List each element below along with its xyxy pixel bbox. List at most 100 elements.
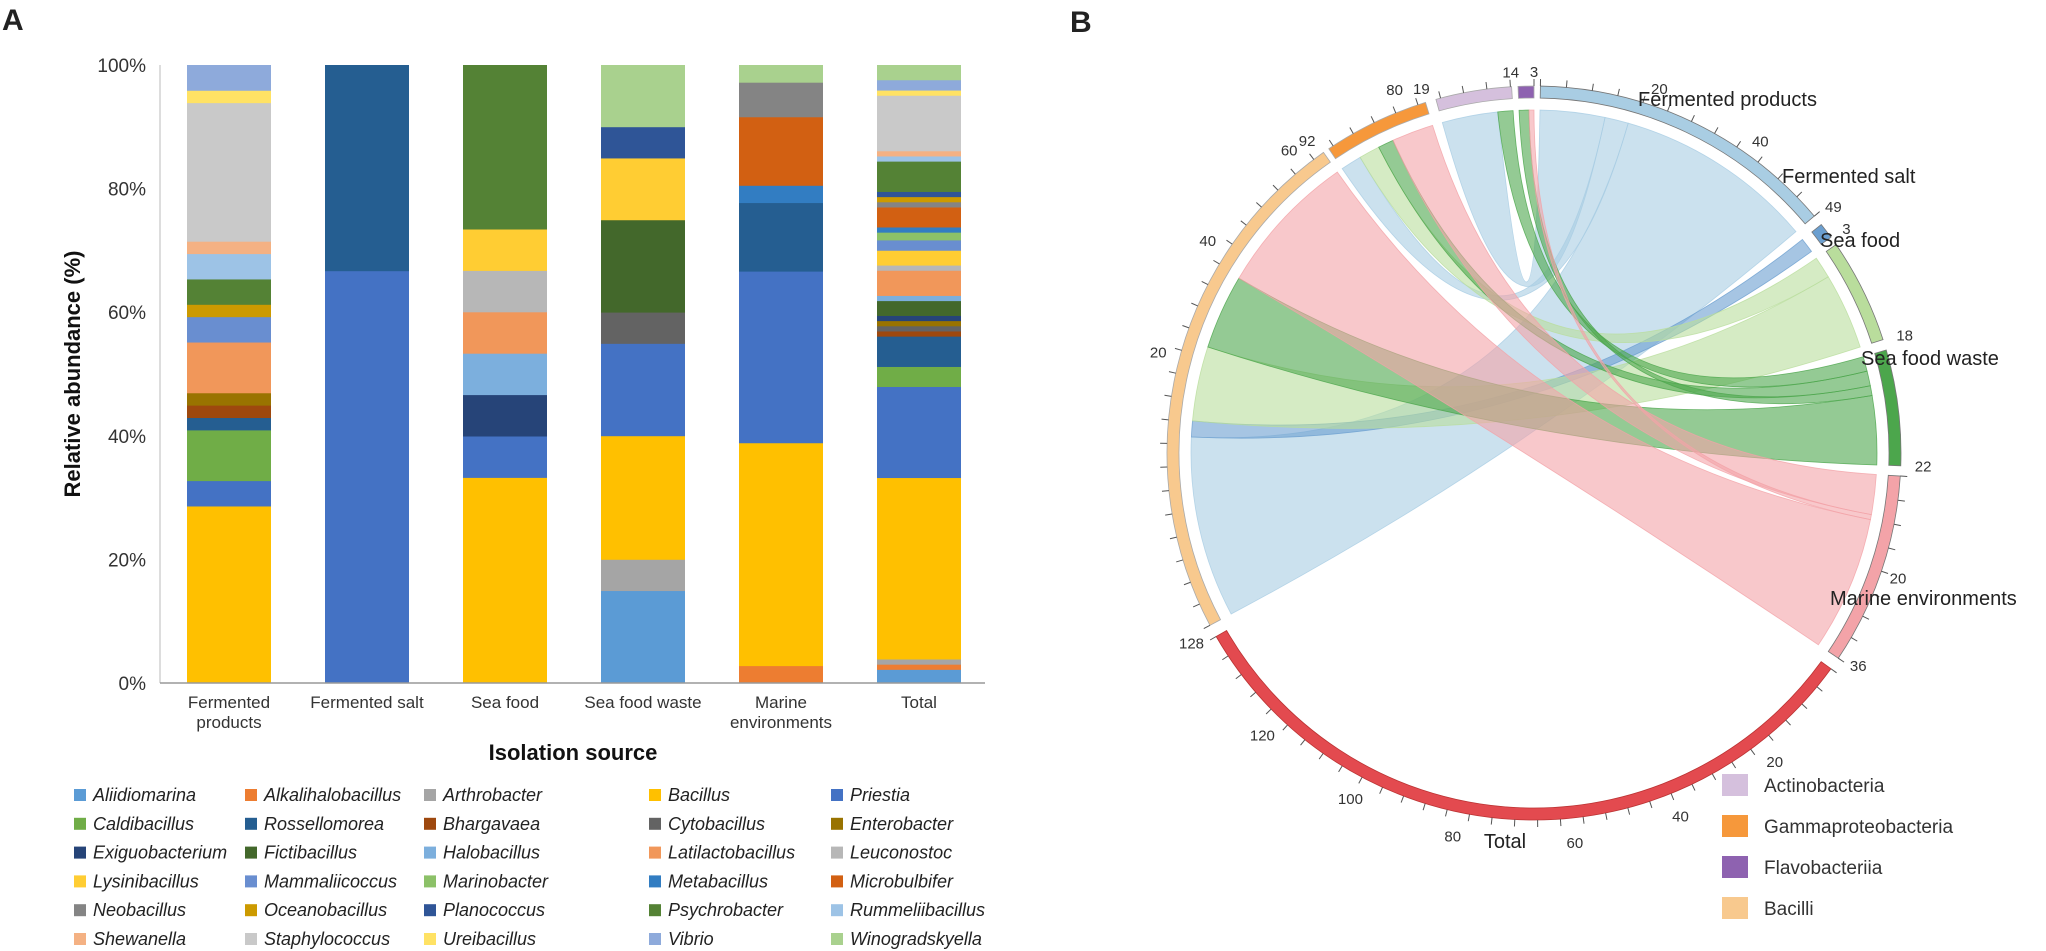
arc-tick — [1837, 657, 1845, 663]
bar-segment — [187, 102, 271, 242]
arc-tick — [1897, 499, 1905, 502]
class-legend-label: Gammaproteobacteria — [1764, 817, 1953, 838]
arc-tick — [1736, 140, 1742, 148]
legend-swatch — [649, 846, 661, 859]
arc-tick — [1711, 773, 1717, 781]
x-axis-title: Isolation source — [489, 740, 658, 765]
legend-swatch — [245, 789, 257, 801]
arc-tick — [1750, 748, 1756, 756]
legend-swatch — [649, 904, 661, 917]
legend-swatch — [74, 904, 86, 917]
bar-segment — [877, 477, 961, 660]
bar-segment — [877, 325, 961, 332]
arc-tick — [1213, 259, 1220, 265]
legend-swatch — [831, 875, 843, 888]
bar-segment — [187, 417, 271, 431]
y-tick-label: 40% — [108, 427, 146, 448]
arc-tick — [1670, 793, 1675, 801]
bar-segment — [877, 227, 961, 233]
bar-segment — [187, 279, 271, 305]
bar-segment — [187, 480, 271, 507]
arc-tick — [1164, 394, 1172, 397]
arc-tick — [1862, 615, 1870, 620]
source-arc — [1825, 244, 1884, 344]
arc-tick — [1445, 809, 1448, 817]
chord-arcs — [1166, 85, 1902, 821]
total-arc — [1215, 629, 1832, 821]
chord-diagram: 2040608020406080100120204020493182236128… — [1150, 64, 2017, 920]
class-legend-swatch — [1722, 856, 1748, 878]
arc-tick — [1192, 603, 1200, 608]
source-arc — [1827, 474, 1901, 659]
legend-swatch — [74, 789, 86, 801]
bar-segment — [877, 250, 961, 266]
bar-segment — [877, 669, 961, 684]
bar-segment — [463, 270, 547, 313]
bar-segment — [877, 664, 961, 670]
chord-tick-label: 80 — [1386, 82, 1403, 99]
arc-tick — [1872, 593, 1880, 598]
bar-segment — [601, 158, 685, 221]
arc-tick — [1777, 173, 1784, 180]
x-tick-label: Marine — [755, 693, 807, 712]
legend-swatch — [424, 817, 436, 830]
class-arc — [1435, 86, 1513, 112]
arc-tick — [1182, 324, 1190, 329]
legend-swatch — [649, 817, 661, 830]
arc-tick — [1881, 570, 1889, 575]
x-tick-label: environments — [730, 713, 832, 732]
arc-tick — [1191, 302, 1198, 307]
chord-tick-label: 60 — [1567, 835, 1584, 852]
arc-tick — [1358, 776, 1363, 784]
bar-segment — [463, 311, 547, 354]
y-tick-label: 80% — [108, 180, 146, 201]
arc-tick — [1627, 807, 1631, 815]
arc-tick — [1850, 637, 1858, 642]
legend-swatch — [649, 875, 661, 888]
legend-swatch — [245, 846, 257, 859]
x-tick-label: Total — [901, 693, 937, 712]
arc-tick — [1591, 83, 1594, 91]
legend-swatch — [424, 789, 436, 801]
legend-swatch — [424, 875, 436, 888]
arc-tick — [1649, 801, 1653, 809]
y-axis-title: Relative abundance (%) — [60, 251, 85, 498]
bar-segment — [187, 506, 271, 684]
chord-tick-label: 40 — [1752, 134, 1769, 151]
arc-tick — [1174, 347, 1182, 351]
class-arc — [1517, 85, 1535, 99]
legend-swatch — [245, 817, 257, 830]
arc-tick — [1461, 85, 1465, 93]
arc-tick — [1605, 812, 1608, 820]
arc-tick — [1169, 536, 1177, 540]
legend-swatch — [831, 789, 843, 801]
legend-label: Metabacillus — [668, 871, 768, 891]
class-legend-label: Actinobacteria — [1764, 776, 1885, 797]
legend-label: Planococcus — [443, 900, 545, 920]
bar-segment — [877, 336, 961, 367]
arc-tick — [1691, 784, 1696, 791]
bar-segment — [877, 79, 961, 91]
bar-segment — [463, 394, 547, 437]
bar-segment — [739, 65, 823, 83]
chord-tick-label: 100 — [1338, 791, 1363, 808]
arc-tick — [1565, 80, 1568, 88]
bar-segment — [877, 161, 961, 192]
legend-swatch — [831, 817, 843, 830]
bar-segment — [187, 304, 271, 318]
chord-ribbons — [1190, 109, 1878, 646]
bar-segment — [187, 241, 271, 255]
arc-tick — [1165, 513, 1173, 516]
arc-tick — [1667, 104, 1671, 112]
chord-tick-label: 40 — [1672, 809, 1689, 826]
legend-label: Vibrio — [668, 929, 714, 949]
bar-segment — [187, 429, 271, 482]
chord-ribbon — [1497, 110, 1868, 388]
chord-tick-label: 20 — [1766, 754, 1783, 771]
arc-tick — [1290, 168, 1296, 175]
x-tick-label: Fermented salt — [310, 693, 424, 712]
arc-tick — [1467, 814, 1470, 822]
arc-tick — [1893, 523, 1901, 527]
legend-label: Neobacillus — [93, 900, 186, 920]
